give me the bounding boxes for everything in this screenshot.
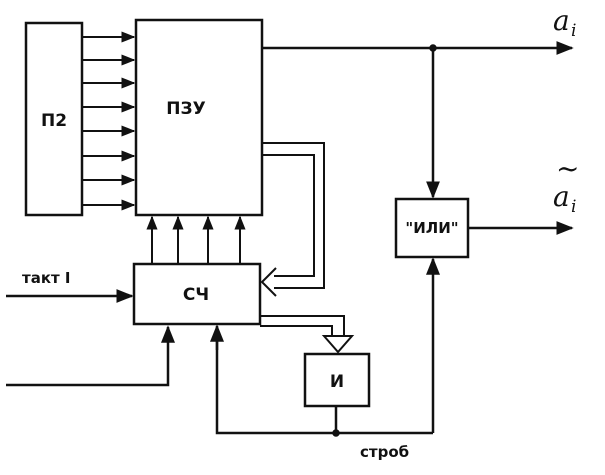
and-gate-label: И xyxy=(330,372,344,392)
output-a-subscript: i xyxy=(571,21,576,41)
clock-label: такт I xyxy=(22,269,71,287)
rom-block xyxy=(134,18,264,217)
output-a-tilde-label: a xyxy=(553,180,570,213)
counter-to-rom-bus xyxy=(146,215,246,264)
p2-to-rom-bus xyxy=(82,31,136,211)
reset-input-line xyxy=(6,325,175,387)
rom-label: ПЗУ xyxy=(166,99,205,119)
strobe-label: строб xyxy=(360,443,409,461)
output-a-line xyxy=(262,41,574,199)
output-a-tilde-subscript: i xyxy=(571,197,576,217)
p2-label: П2 xyxy=(41,111,67,131)
p2-block xyxy=(24,21,84,217)
counter-block xyxy=(132,262,262,326)
strobe-line xyxy=(215,257,440,437)
counter-label: СЧ xyxy=(183,285,209,305)
output-a-label: a xyxy=(553,4,570,37)
counter-to-and-bus xyxy=(260,315,355,354)
output-a-tilde-mark: ~ xyxy=(556,152,579,185)
rom-to-counter-feedback-bus xyxy=(260,142,325,297)
or-gate-label: "ИЛИ" xyxy=(405,219,458,237)
